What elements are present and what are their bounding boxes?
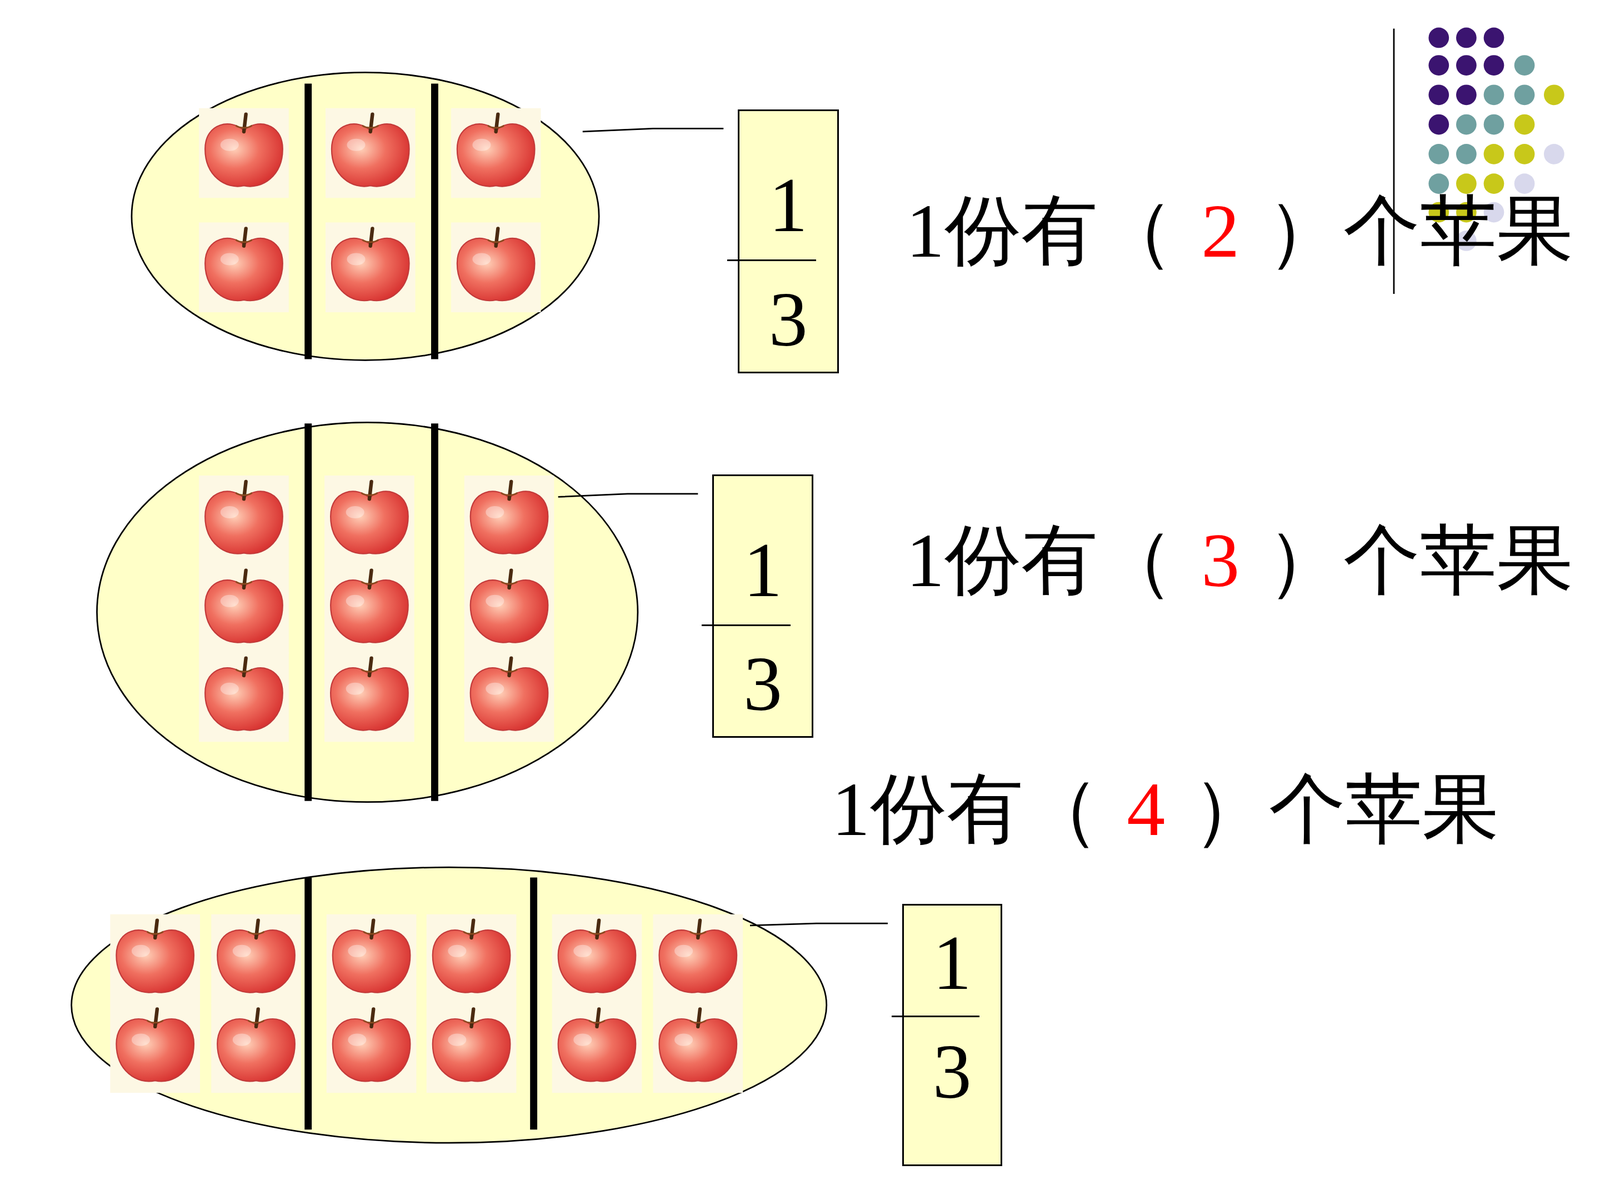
leader-line — [582, 128, 724, 132]
apple — [426, 914, 517, 1005]
apple — [211, 914, 302, 1005]
sentence: 1份有（ 2 ）个苹果 — [906, 188, 1574, 274]
divider — [431, 423, 439, 802]
divider — [530, 877, 538, 1130]
apple-group — [96, 422, 638, 802]
apple — [211, 1003, 302, 1094]
sentence-text: ）个苹果 — [1192, 766, 1499, 852]
apple — [653, 914, 744, 1005]
sentence: 1份有（ 4 ）个苹果 — [831, 767, 1499, 852]
divider — [304, 83, 312, 360]
apple — [426, 1003, 517, 1094]
apple — [198, 652, 289, 743]
apple — [324, 564, 415, 655]
divider — [304, 877, 312, 1130]
leader-line — [750, 923, 888, 926]
apple — [110, 1003, 200, 1094]
fraction-bar — [891, 1015, 980, 1018]
numerator: 1 — [713, 531, 812, 609]
apple — [464, 652, 555, 743]
apple — [198, 564, 289, 655]
apple — [326, 1003, 417, 1094]
denominator: 3 — [713, 645, 812, 723]
sentence-text: 1份有（ — [831, 766, 1100, 852]
apple — [324, 475, 415, 566]
fraction-box: 13 — [712, 474, 814, 738]
apple — [552, 1003, 643, 1094]
apple — [464, 475, 555, 566]
answer-number: 4 — [1126, 766, 1165, 852]
divider — [304, 423, 312, 802]
apple — [110, 914, 200, 1005]
leader-line — [558, 493, 699, 498]
divider — [431, 83, 439, 360]
sentence: 1份有（ 3 ）个苹果 — [906, 518, 1574, 603]
apple — [198, 222, 289, 313]
answer-number: 3 — [1201, 517, 1240, 603]
sentence-text: 1份有（ — [906, 188, 1175, 274]
denominator: 3 — [903, 1032, 1001, 1111]
fraction-bar — [701, 624, 791, 627]
apple — [324, 652, 415, 743]
answer-number: 2 — [1201, 188, 1240, 274]
apple — [464, 564, 555, 655]
fraction-box: 13 — [737, 109, 839, 374]
apple — [653, 1003, 744, 1094]
apple — [451, 222, 542, 313]
denominator: 3 — [739, 280, 838, 359]
apple-group — [131, 72, 599, 360]
sentence-text: ）个苹果 — [1266, 517, 1574, 603]
fraction-box: 13 — [902, 903, 1003, 1167]
sentence-text: 1份有（ — [906, 517, 1175, 603]
fraction-bar — [727, 259, 817, 262]
apple — [451, 108, 542, 199]
apple — [325, 108, 416, 199]
apple — [198, 108, 289, 199]
apple — [198, 475, 289, 566]
numerator: 1 — [903, 923, 1001, 1002]
sentence-text: ）个苹果 — [1266, 188, 1574, 274]
apple — [552, 914, 643, 1005]
apple-group — [71, 867, 827, 1143]
apple — [326, 914, 417, 1005]
apple — [325, 222, 416, 313]
numerator: 1 — [739, 166, 838, 244]
